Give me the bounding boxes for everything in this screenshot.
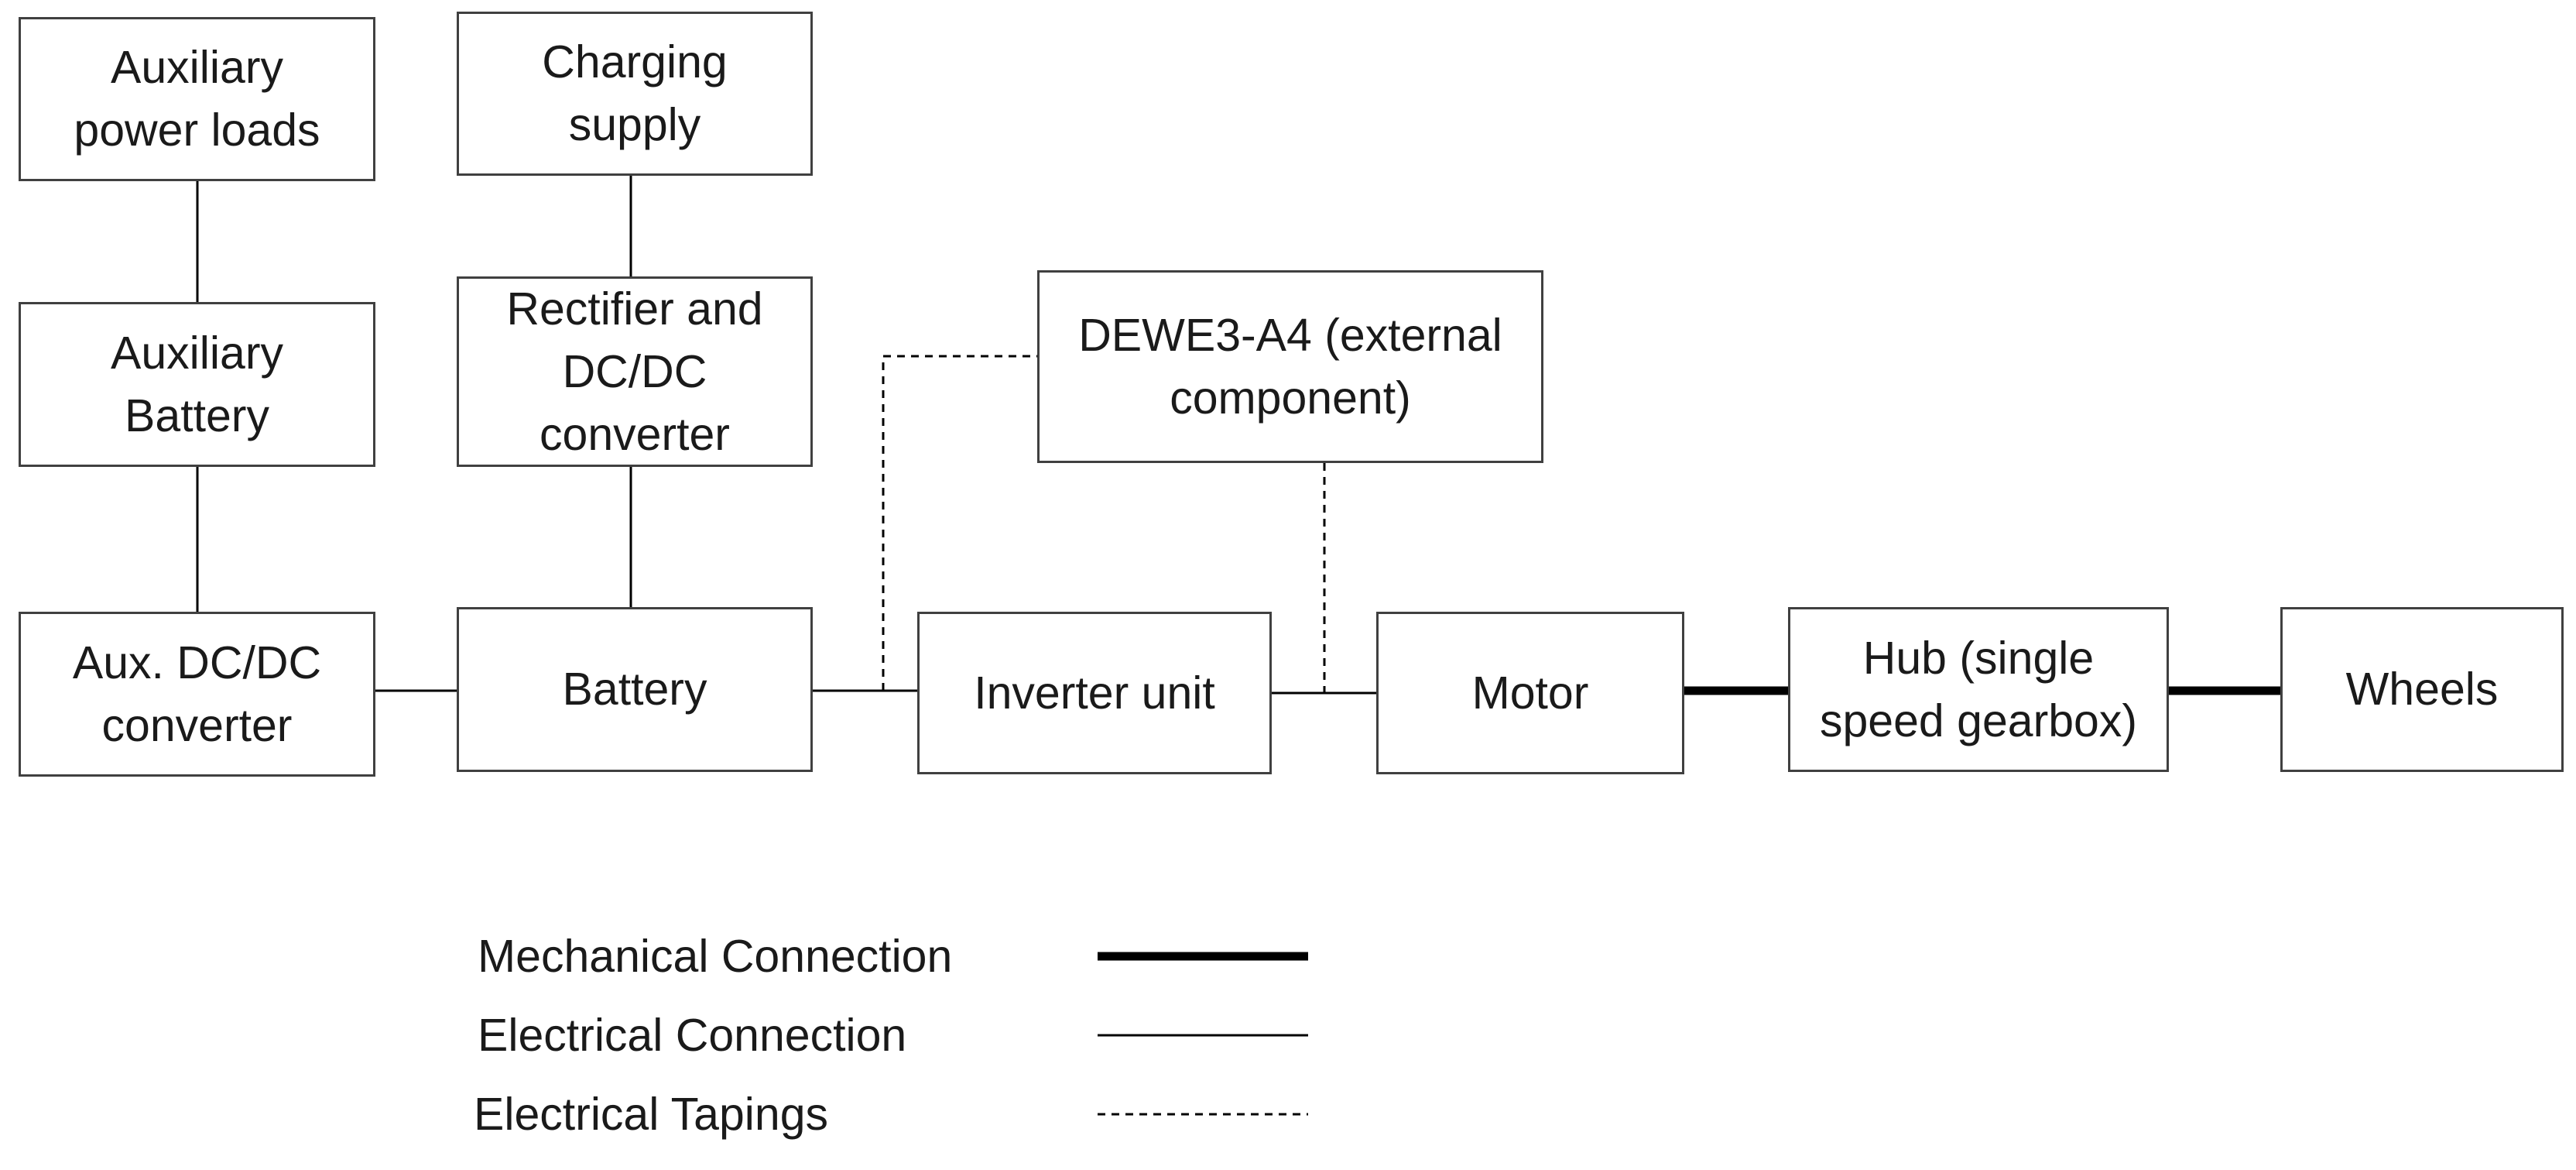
aux-dcdc-converter-box: Aux. DC/DC converter [19, 612, 375, 777]
hub-gearbox-box: Hub (single speed gearbox) [1788, 607, 2169, 772]
legend-mechanical-label: Mechanical Connection [478, 931, 953, 982]
inverter-unit-box: Inverter unit [917, 612, 1272, 774]
motor-box: Motor [1376, 612, 1684, 774]
rectifier-dcdc-box: Rectifier and DC/DC converter [457, 276, 813, 467]
aux-battery-box: Auxiliary Battery [19, 302, 375, 467]
wheels-box: Wheels [2280, 607, 2564, 772]
tap-battery-dewe [882, 355, 1037, 691]
legend-tapings-label: Electrical Tapings [474, 1089, 829, 1140]
legend-electrical-label: Electrical Connection [478, 1010, 907, 1061]
charging-supply-box: Charging supply [457, 12, 813, 176]
aux-power-loads-box: Auxiliary power loads [19, 17, 375, 181]
dewe-external-box: DEWE3-A4 (external component) [1037, 270, 1543, 463]
battery-box: Battery [457, 607, 813, 772]
